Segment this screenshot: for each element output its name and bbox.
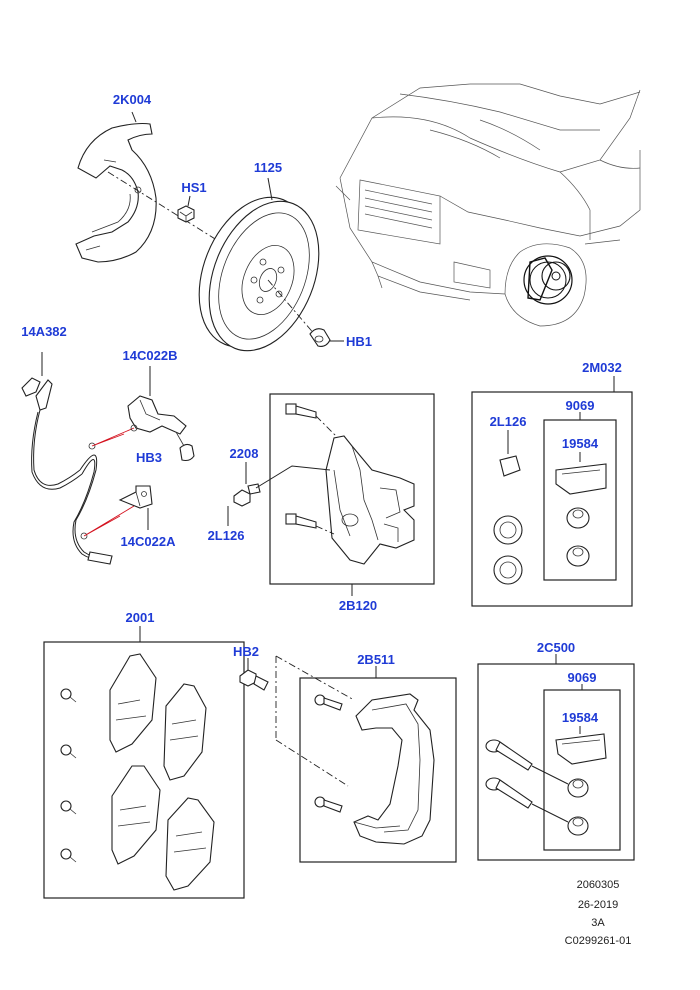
carrier-box xyxy=(299,677,457,863)
brake-pad-2 xyxy=(163,683,207,781)
grease-sachet-b xyxy=(555,733,607,765)
callout-2l126-a[interactable]: 2L126 xyxy=(208,528,245,543)
guide-boot-a1 xyxy=(566,507,590,529)
callout-2b511[interactable]: 2B511 xyxy=(357,652,395,667)
callout-14c022b[interactable]: 14C022B xyxy=(123,348,178,363)
guide-boot-a2 xyxy=(566,545,590,567)
pad-bolt-3 xyxy=(60,800,77,815)
leader-2k004 xyxy=(131,111,137,123)
callout-2k004[interactable]: 2K004 xyxy=(113,92,152,107)
callout-2l126-b[interactable]: 2L126 xyxy=(490,414,527,429)
axis-dash-disc xyxy=(267,279,317,337)
footer-revision: 3A xyxy=(591,917,605,929)
leader-1125 xyxy=(267,177,273,201)
brake-pad-1 xyxy=(109,653,157,753)
shield-bolt-part xyxy=(177,205,195,223)
piston-seal-upper xyxy=(493,515,523,545)
vehicle-illustration xyxy=(335,83,641,327)
brake-disc-part xyxy=(198,196,320,352)
seal-kit-box xyxy=(471,391,633,607)
disc-bolt-part xyxy=(309,328,331,347)
footer-illustration-id: C0299261-01 xyxy=(565,935,632,947)
callout-hb2[interactable]: HB2 xyxy=(233,644,259,659)
callout-hb3[interactable]: HB3 xyxy=(136,450,162,465)
callout-2c500[interactable]: 2C500 xyxy=(537,640,575,655)
callout-9069-b[interactable]: 9069 xyxy=(568,670,597,685)
carrier-bolt-upper xyxy=(314,694,343,711)
callout-2m032[interactable]: 2M032 xyxy=(582,360,622,375)
guide-pin-upper-line xyxy=(531,765,569,785)
callout-14a382[interactable]: 14A382 xyxy=(21,324,67,339)
callout-2b120[interactable]: 2B120 xyxy=(339,598,377,613)
callout-hb1[interactable]: HB1 xyxy=(346,334,372,349)
caliper-bolt-lower xyxy=(285,513,317,529)
wheel-speed-sensor-part xyxy=(21,377,113,565)
guide-pin-upper xyxy=(485,739,533,771)
sensor-bracket-upper-part xyxy=(127,395,187,435)
caliper-carrier-part xyxy=(353,693,435,845)
callout-2208[interactable]: 2208 xyxy=(230,446,259,461)
pads-box xyxy=(43,641,245,899)
axis-dash-carrier-lower xyxy=(275,739,349,787)
pad-bolt-4 xyxy=(60,848,77,863)
carrier-bolt-part xyxy=(239,669,269,691)
piston-seal-lower xyxy=(493,555,523,585)
guide-pin-lower xyxy=(485,777,533,809)
axis-dash-bolt-upper xyxy=(315,415,337,437)
caliper-bolt-upper xyxy=(285,403,317,419)
guide-boot-b2 xyxy=(567,816,589,836)
callout-19584-b[interactable]: 19584 xyxy=(562,710,599,725)
callout-19584-a[interactable]: 19584 xyxy=(562,436,599,451)
brake-pad-4 xyxy=(165,797,215,891)
leader-hs1 xyxy=(187,195,191,207)
splash-shield-part xyxy=(75,122,157,263)
guide-boot-b1 xyxy=(567,778,589,798)
callout-hs1[interactable]: HS1 xyxy=(181,180,206,195)
bracket-bolt-part xyxy=(175,431,195,462)
footer-code: 2060305 xyxy=(577,879,620,891)
pad-bolt-1 xyxy=(60,688,77,703)
guide-kit-box xyxy=(477,663,635,861)
sensor-bracket-lower-part xyxy=(118,485,153,509)
callout-14c022a[interactable]: 14C022A xyxy=(121,534,177,549)
guide-pin-lower-line xyxy=(531,803,569,823)
caliper-part xyxy=(325,435,415,565)
footer-date: 26-2019 xyxy=(578,899,618,911)
brake-pad-3 xyxy=(111,765,161,865)
pad-bolt-2 xyxy=(60,744,77,759)
leader-red-sensor xyxy=(83,427,135,537)
callout-9069-a[interactable]: 9069 xyxy=(566,398,595,413)
callout-1125[interactable]: 1125 xyxy=(254,160,282,175)
carrier-bolt-lower xyxy=(314,796,343,813)
grease-sachet-a xyxy=(555,463,607,495)
axis-dash-bolt-lower xyxy=(315,525,335,535)
callout-2001[interactable]: 2001 xyxy=(126,610,155,625)
bleed-screw-part xyxy=(233,465,331,507)
bleed-cap-part xyxy=(499,455,521,477)
